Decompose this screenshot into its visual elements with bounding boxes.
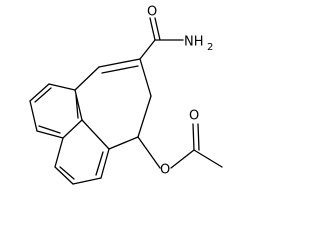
bond xyxy=(149,17,156,41)
bond xyxy=(154,17,161,41)
bond xyxy=(101,65,139,74)
bond xyxy=(192,123,195,151)
bond xyxy=(38,125,61,134)
acetyl-oxygen-label: O xyxy=(189,109,199,124)
bond xyxy=(95,151,104,176)
bond xyxy=(74,66,100,91)
bond xyxy=(34,87,52,103)
bond xyxy=(29,100,38,132)
bond xyxy=(170,149,195,169)
bond xyxy=(72,177,102,185)
bond xyxy=(197,123,200,151)
bond xyxy=(139,39,156,60)
bond xyxy=(36,130,64,139)
bond xyxy=(54,166,74,185)
amide-nitrogen-subscript: 2 xyxy=(207,42,213,53)
bond xyxy=(75,94,79,119)
bond xyxy=(29,83,50,102)
bond xyxy=(139,58,152,97)
aromatic-ring-system xyxy=(29,83,110,185)
seven-membered-ring xyxy=(74,58,152,150)
carbonyl-oxygen-label: O xyxy=(147,5,157,20)
bond xyxy=(137,136,161,169)
bond xyxy=(100,148,110,179)
bond xyxy=(48,83,76,91)
bond xyxy=(59,166,75,180)
chemical-structure-diagram: O NH 2 O O xyxy=(29,5,223,185)
bond xyxy=(193,149,223,168)
ester-oxygen-label: O xyxy=(160,163,170,178)
carboxamide-group: O NH 2 xyxy=(139,5,213,60)
acetate-group: O O xyxy=(137,109,223,178)
bond xyxy=(137,95,152,138)
bond xyxy=(54,137,64,168)
bond xyxy=(98,58,141,68)
bond xyxy=(108,136,139,150)
bond xyxy=(62,119,83,139)
bond xyxy=(81,119,110,150)
amide-nitrogen-label: NH xyxy=(184,35,204,50)
